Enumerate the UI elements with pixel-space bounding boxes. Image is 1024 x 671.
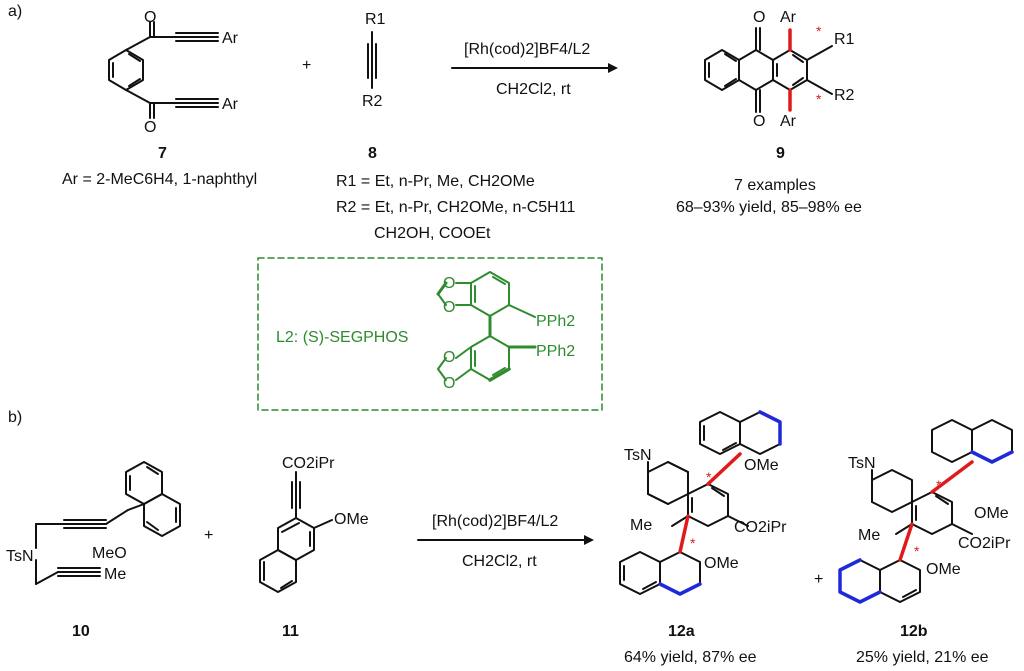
p9-star-bottom: * — [816, 91, 822, 107]
ligand-pph2-bottom: PPh2 — [536, 343, 575, 360]
p12a-star-top: * — [706, 469, 712, 485]
c8-r1: R1 — [365, 11, 386, 28]
compound-8-r2-options-1: R2 = Et, n-Pr, CH2OMe, n-C5H11 — [336, 199, 575, 216]
p12a-ome-bottom: OMe — [704, 555, 739, 572]
compound-11-number: 11 — [282, 623, 299, 640]
p9-r2: R2 — [834, 87, 855, 104]
helical-bonds-12a — [658, 410, 782, 596]
axial-bond-12a-top — [706, 452, 742, 486]
p12a-me: Me — [630, 517, 652, 534]
ligand-box-border — [257, 257, 603, 411]
p9-ar-top: Ar — [780, 9, 797, 26]
c7-ar-bottom: Ar — [222, 96, 239, 113]
compound-12a-number: 12a — [668, 623, 695, 640]
catalyst-a: [Rh(cod)2]BF4/L2 — [464, 41, 590, 58]
plus-a: + — [302, 57, 311, 74]
product-12a-skeleton — [619, 411, 781, 595]
compound-9-number: 9 — [776, 145, 785, 162]
compound-12b-result: 25% yield, 21% ee — [856, 649, 989, 666]
ligand-o-4: O — [443, 375, 455, 392]
axial-bond-12b-bottom — [898, 522, 914, 562]
plus-products: + — [814, 571, 823, 588]
p9-oxygen-bottom: O — [753, 113, 765, 130]
ligand-o-3: O — [443, 349, 455, 366]
ligand-o-1: O — [443, 275, 455, 292]
compound-8-skeleton — [367, 31, 377, 89]
panel-a-label: a) — [8, 3, 22, 20]
helical-bonds-12b — [838, 450, 1014, 604]
p9-oxygen-top: O — [753, 9, 765, 26]
compound-8-r1-options: R1 = Et, n-Pr, Me, CH2OMe — [336, 173, 535, 190]
compound-10-skeleton — [35, 461, 181, 585]
compound-7-ar-definition: Ar = 2-MeC6H4, 1-naphthyl — [62, 171, 257, 188]
compound-11-skeleton — [259, 471, 333, 593]
compound-7-number: 7 — [158, 145, 167, 162]
c10-me: Me — [104, 566, 126, 583]
panel-b-label: b) — [8, 409, 22, 426]
p12a-tsn: TsN — [624, 447, 652, 464]
ligand-o-2: O — [443, 299, 455, 316]
ligand-pph2-top: PPh2 — [536, 313, 575, 330]
product-9-skeleton — [704, 27, 833, 113]
p12b-star-bottom: * — [914, 543, 920, 559]
p12b-ome-top: OMe — [974, 505, 1009, 522]
c11-co2ipr: CO2iPr — [282, 455, 335, 472]
compound-9-summary-1: 7 examples — [734, 177, 816, 194]
conditions-a: CH2Cl2, rt — [496, 81, 571, 98]
p12a-co2ipr: CO2iPr — [734, 519, 787, 536]
c10-tsn: TsN — [6, 548, 34, 565]
p12b-star-top: * — [936, 477, 942, 493]
c7-oxygen-top: O — [144, 9, 156, 26]
c7-oxygen-bottom: O — [144, 119, 156, 136]
c8-r2: R2 — [362, 93, 383, 110]
c11-ome: OMe — [334, 511, 369, 528]
p12a-ome-top: OMe — [744, 457, 779, 474]
compound-8-r2-options-2: CH2OH, COOEt — [374, 225, 491, 242]
compound-10-number: 10 — [72, 623, 90, 640]
p12b-me: Me — [858, 527, 880, 544]
p12b-co2ipr: CO2iPr — [958, 535, 1011, 552]
c10-meo: MeO — [92, 545, 127, 562]
p12b-tsn: TsN — [848, 455, 876, 472]
compound-12b-number: 12b — [900, 623, 928, 640]
p9-ar-bottom: Ar — [780, 113, 797, 130]
axial-bond-12b-top — [930, 460, 974, 494]
compound-9-summary-2: 68–93% yield, 85–98% ee — [676, 199, 862, 216]
catalyst-b: [Rh(cod)2]BF4/L2 — [432, 513, 558, 530]
segphos-skeleton — [436, 271, 537, 382]
p12a-star-bottom: * — [690, 535, 696, 551]
compound-12a-result: 64% yield, 87% ee — [624, 649, 757, 666]
compound-8-number: 8 — [368, 145, 377, 162]
compound-7-skeleton — [108, 21, 219, 119]
p12b-ome-bottom: OMe — [926, 561, 961, 578]
p9-star-top: * — [816, 23, 822, 39]
p9-r1: R1 — [834, 31, 855, 48]
axial-bond-12a-bottom — [678, 514, 690, 554]
conditions-b: CH2Cl2, rt — [462, 553, 537, 570]
plus-b: + — [204, 527, 213, 544]
c7-ar-top: Ar — [222, 30, 239, 47]
ligand-label: L2: (S)-SEGPHOS — [276, 329, 408, 346]
